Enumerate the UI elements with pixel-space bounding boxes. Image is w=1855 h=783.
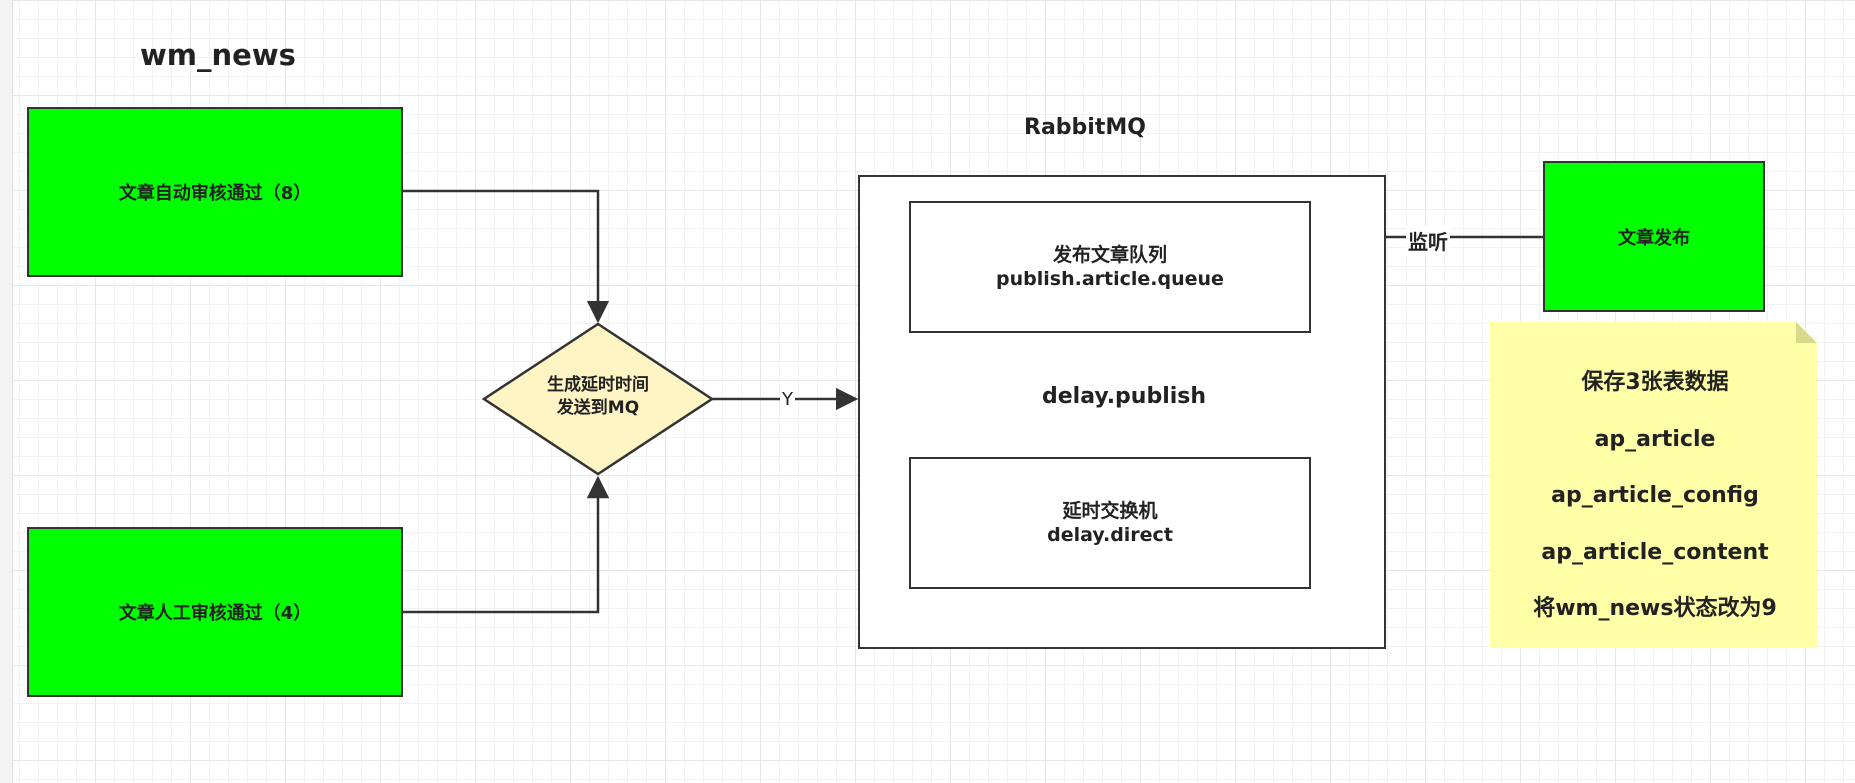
canvas-margin [0, 0, 13, 783]
publish-queue-label-cn: 发布文章队列 [1052, 244, 1167, 266]
note-text: 保存3张表数据 ap_article ap_article_config ap_… [1490, 355, 1820, 638]
manual-review-label: 文章人工审核通过（4） [118, 603, 312, 624]
note-line: ap_article_content [1541, 539, 1769, 565]
article-publish-node[interactable]: 文章发布 [1543, 161, 1765, 312]
decision-label-line2: 发送到MQ [556, 398, 640, 418]
note-line: 保存3张表数据 [1581, 370, 1729, 395]
article-publish-label: 文章发布 [1618, 227, 1690, 249]
note-line: 将wm_news状态改为9 [1533, 596, 1777, 621]
routing-key-label: delay.publish [1040, 384, 1209, 409]
note-fold [1796, 322, 1817, 343]
edge-manual-review-to-decision[interactable] [402, 475, 610, 614]
note-line: ap_article [1594, 426, 1716, 452]
decision-label-line1: 生成延时时间 [547, 375, 649, 395]
manual-review-node[interactable]: 文章人工审核通过（4） [27, 527, 403, 697]
decision-label: 生成延时时间 发送到MQ [484, 374, 712, 426]
edge-auto-review-to-decision[interactable] [402, 189, 610, 324]
listen-edge-label: 监听 [1406, 226, 1450, 255]
delay-exchange-node[interactable]: 延时交换机 delay.direct [909, 457, 1311, 589]
publish-queue-label-en: publish.article.queue [996, 268, 1224, 290]
publish-queue-node[interactable]: 发布文章队列 publish.article.queue [909, 201, 1311, 333]
diagram-title: wm_news [140, 38, 296, 72]
yes-edge-label: Y [780, 389, 795, 410]
delay-exchange-label-cn: 延时交换机 [1062, 500, 1158, 522]
rabbitmq-label: RabbitMQ [1024, 115, 1146, 140]
auto-review-label: 文章自动审核通过（8） [118, 183, 312, 204]
auto-review-node[interactable]: 文章自动审核通过（8） [27, 107, 403, 277]
decision-diamond[interactable] [481, 322, 715, 476]
delay-exchange-label-en: delay.direct [1047, 524, 1173, 546]
note-line: ap_article_config [1551, 483, 1759, 508]
note-shape[interactable] [1490, 322, 1817, 648]
